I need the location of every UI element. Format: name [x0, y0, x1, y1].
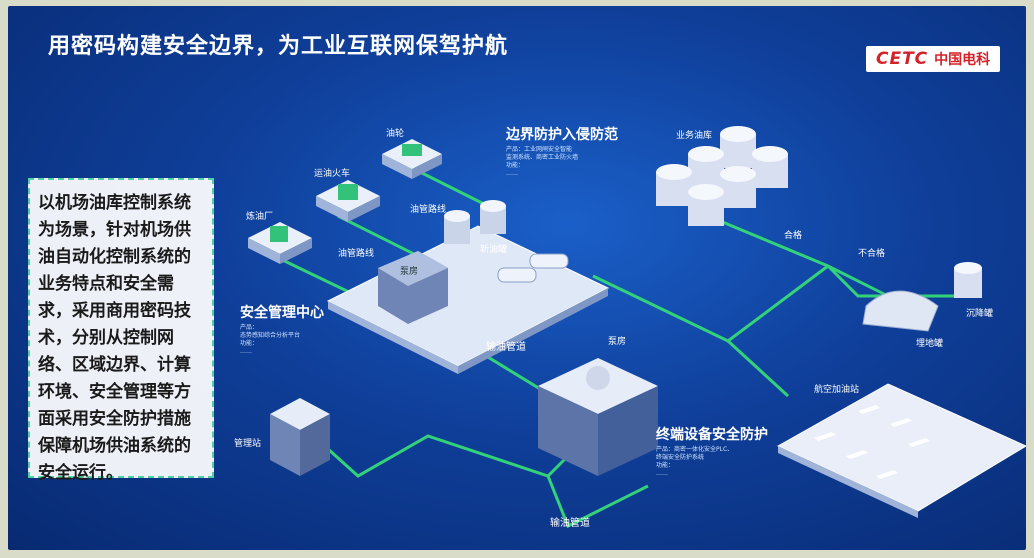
- buried-tank: [862, 290, 939, 332]
- label-aviation-station: 航空加油站: [814, 385, 860, 395]
- label-pump-house: 泵房: [400, 267, 419, 277]
- label-terminal-protection: 终端设备安全防护: [656, 427, 768, 443]
- train-cube: [316, 180, 380, 222]
- label-boundary-protection: 边界防护入侵防范: [506, 127, 618, 143]
- sedimentation-tank: [954, 262, 982, 298]
- label-security-center: 安全管理中心: [240, 305, 324, 321]
- logo-chinese: 中国电科: [934, 52, 991, 68]
- label-qualified: 合格: [784, 231, 803, 241]
- page-title: 用密码构建安全边界，为工业互联网保驾护航: [48, 34, 509, 59]
- label-oil-pipeline-2: 输油管道: [550, 518, 590, 529]
- label-oil-ship: 油轮: [386, 129, 405, 139]
- link-airport: [726, 339, 790, 398]
- label-pipeline-1: 油管路线: [410, 205, 447, 215]
- ship-cube: [382, 139, 442, 179]
- label-pump-room: 泵房: [608, 337, 627, 347]
- terminal-details: 产品：商密一体化安全PLC、 终端安全防护系统 功能： ……: [656, 446, 734, 477]
- link-pipeline2: [306, 429, 570, 478]
- logo-text: CETC: [876, 49, 929, 69]
- network-diagram: [248, 126, 1026, 529]
- label-new-tank: 新油罐: [480, 245, 508, 255]
- boundary-details: 产品：工业网闸安全智能 监测系统、商密工业防火墙 功能： ……: [506, 146, 579, 177]
- link-terminal: [546, 475, 649, 529]
- label-management-station: 管理站: [234, 439, 262, 449]
- airplanes: [814, 405, 930, 479]
- depot-tanks: [444, 200, 506, 244]
- cetc-logo: CETC 中国电科: [866, 46, 1001, 72]
- tanker-trucks: [497, 253, 569, 283]
- link-qualified: [592, 264, 829, 343]
- label-refinery: 炼油厂: [246, 212, 274, 222]
- security-center-details: 产品： 态势感知综合分析平台 功能： ……: [240, 324, 301, 355]
- pump-room-building: [538, 358, 658, 476]
- slide: 用密码构建安全边界，为工业互联网保驾护航 CETC 中国电科: [8, 6, 1026, 550]
- label-settling-tank: 沉降罐: [966, 309, 994, 319]
- label-buried-tank: 埋地罐: [916, 339, 944, 349]
- label-pipeline-2: 油管路线: [338, 249, 375, 259]
- label-business-depot: 业务油库: [676, 131, 713, 141]
- airport-platform: [776, 383, 1026, 518]
- link-depot: [707, 214, 909, 308]
- description-box: 以机场油库控制系统为场景，针对机场供油自动化控制系统的业务特点和安全需求，采用商…: [28, 178, 214, 483]
- business-depot-tanks: [656, 126, 788, 226]
- link-unqualified: [826, 264, 968, 298]
- label-oil-pipeline-1: 输油管道: [486, 342, 526, 353]
- label-oil-train: 运油火车: [314, 169, 351, 179]
- refinery-cube: [248, 222, 312, 264]
- label-unqualified: 不合格: [858, 249, 886, 259]
- management-station-building: [270, 398, 330, 476]
